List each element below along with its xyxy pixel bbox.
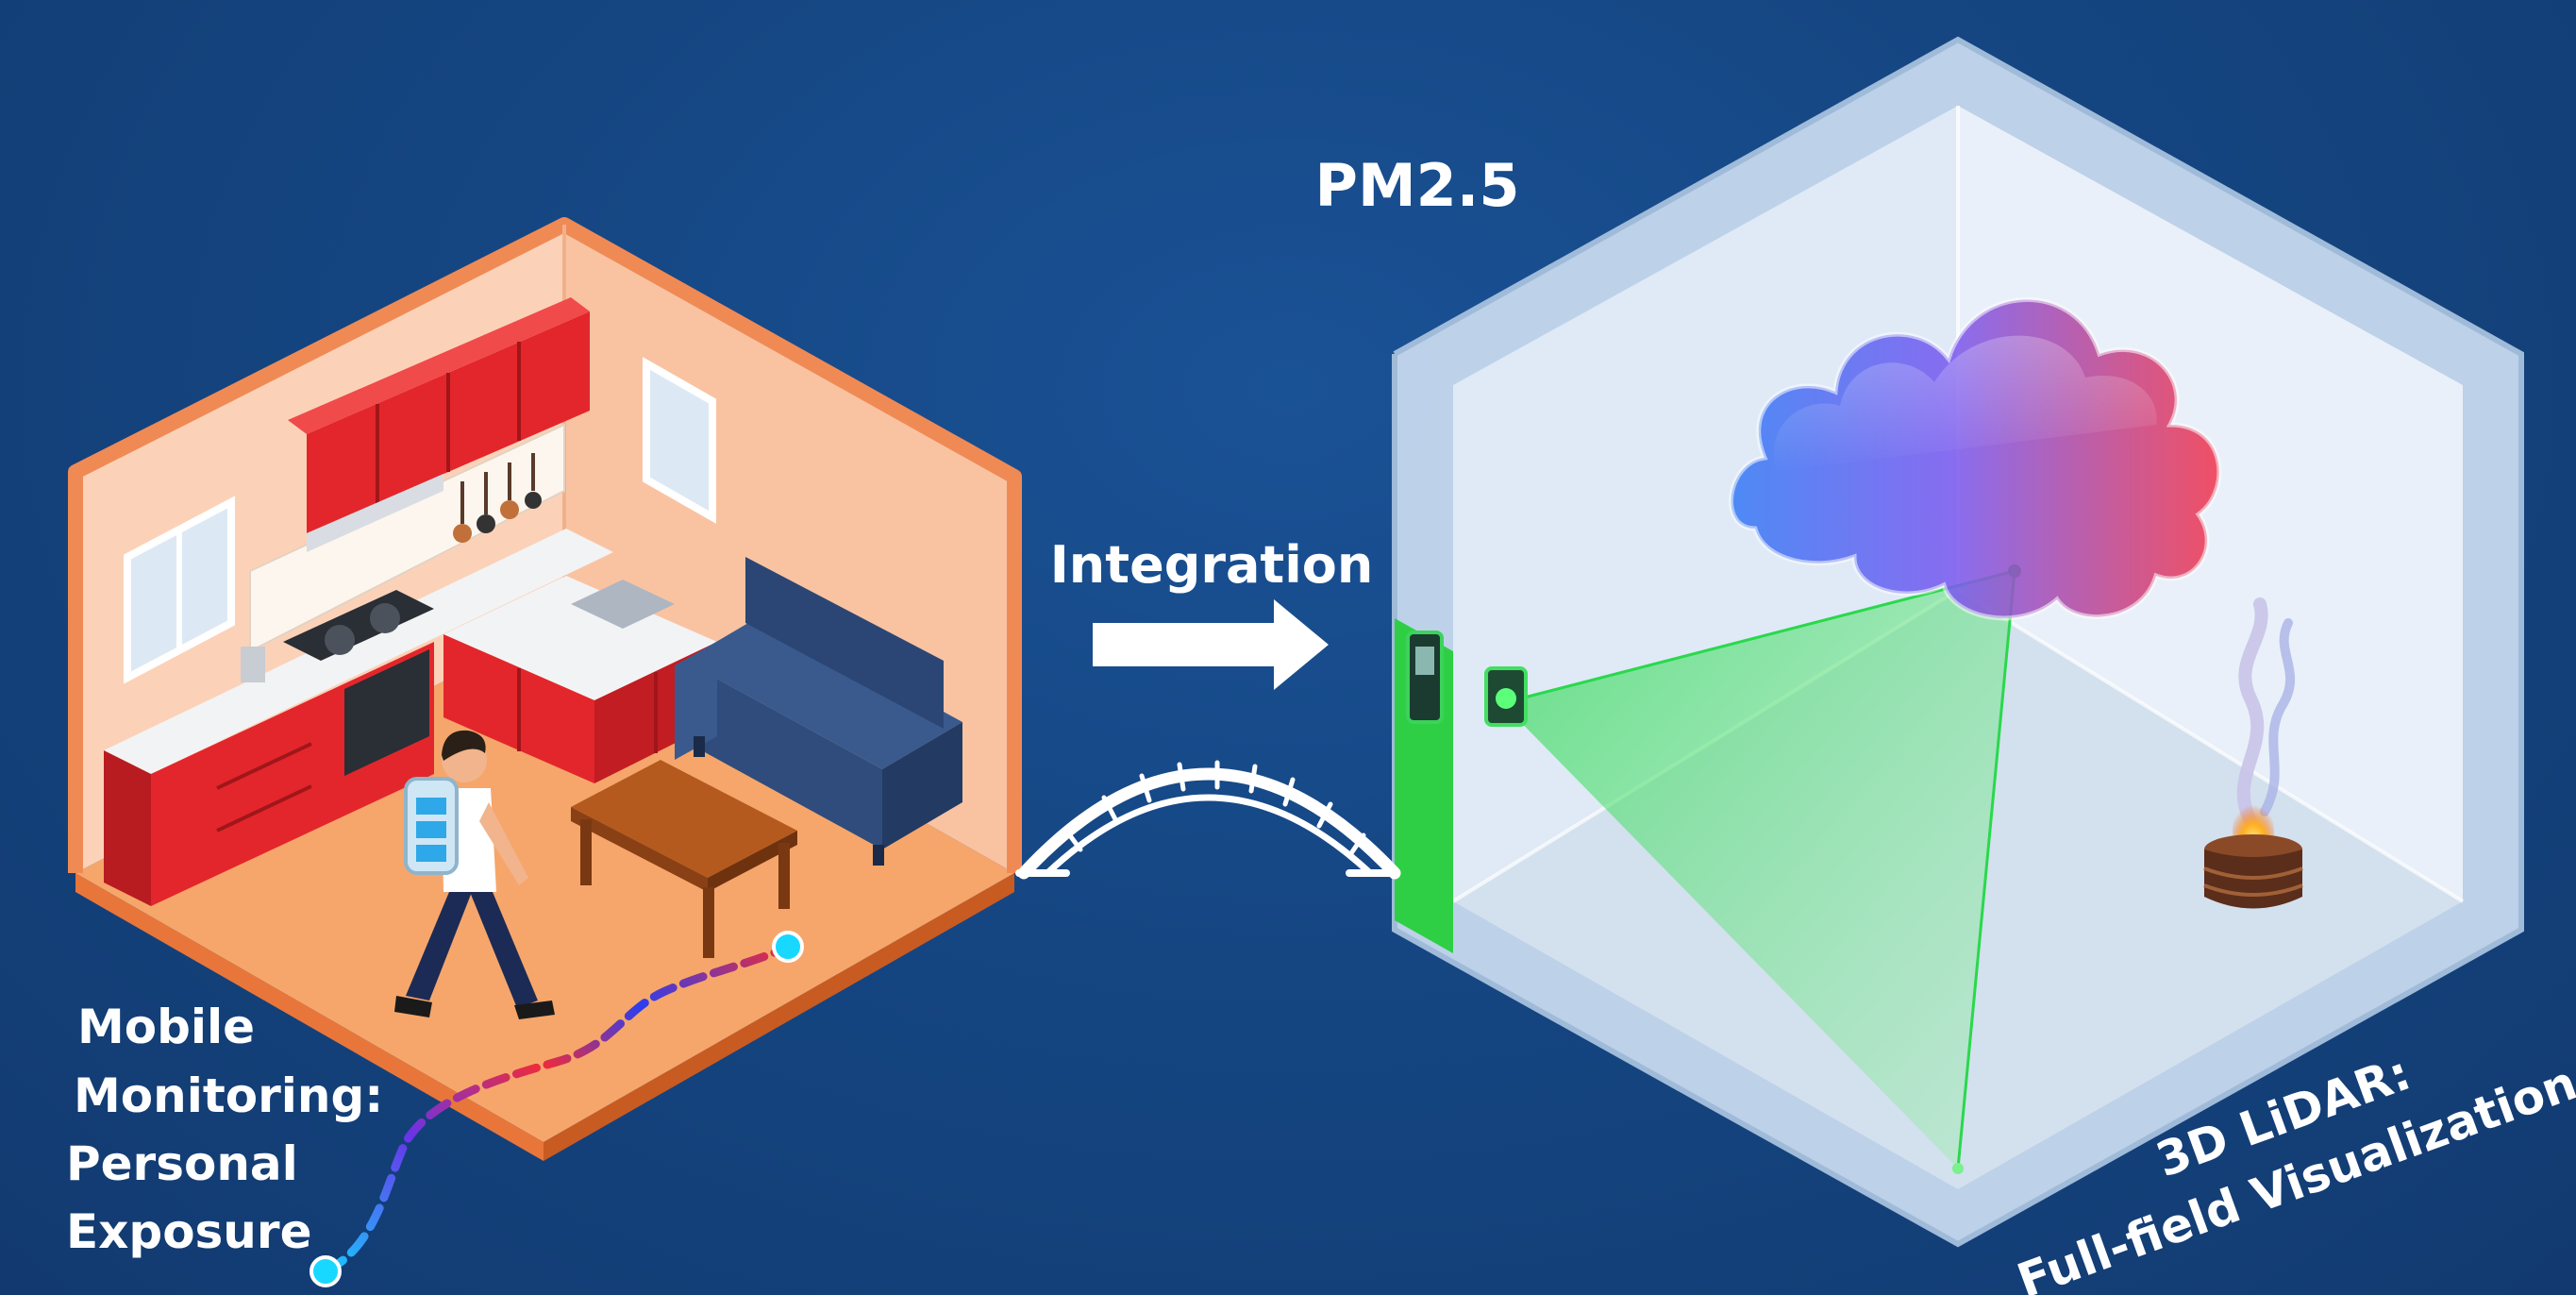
coffee-table — [571, 760, 797, 958]
integration-label: Integration — [1050, 535, 1374, 595]
counter-base-left — [104, 750, 151, 906]
backpack-sensor — [404, 777, 459, 875]
counter-top-left — [104, 529, 613, 774]
integration-arrow — [1093, 599, 1329, 690]
lidar-beam — [1502, 571, 2015, 1169]
lidar-ray — [1956, 570, 2016, 1169]
smoke-plume — [2236, 597, 2268, 828]
drawer-line — [216, 742, 312, 790]
mobile-label-line-1: Mobile — [77, 1000, 255, 1054]
utensil-jar — [241, 647, 265, 682]
incense-burner-band — [2203, 866, 2303, 880]
person-walking — [394, 730, 555, 1019]
pm25-cloud-highlight — [1774, 335, 2157, 472]
person-leg — [406, 892, 472, 1001]
indoor-room — [68, 217, 1022, 1161]
sensor-panel — [1406, 631, 1444, 724]
pm25-label: PM2.5 — [1315, 151, 1520, 220]
burner — [370, 603, 400, 633]
smoke-source — [2203, 597, 2303, 909]
bridge-icon — [1015, 760, 1401, 880]
cooktop — [283, 590, 434, 661]
person-shoe — [394, 996, 432, 1018]
lidar-scanner-lens — [1496, 688, 1516, 709]
lidar-floor-edge — [1956, 588, 2465, 903]
drawer-line — [216, 784, 312, 832]
person-shoe — [514, 1001, 555, 1019]
trajectory-start-node — [309, 1255, 342, 1287]
person-hair — [442, 730, 486, 761]
lidar-ray — [1501, 569, 2016, 705]
room-slab-left — [75, 873, 544, 1161]
hanging-utensils — [453, 453, 542, 543]
arrow-shape — [1093, 599, 1329, 690]
trajectory-end-node — [772, 931, 804, 963]
lidar-back-wall-right — [1958, 106, 2463, 901]
mobile-label-line-3: Personal — [66, 1136, 298, 1191]
lidar-floor-point — [1952, 1163, 1964, 1174]
trajectory-path — [321, 942, 793, 1276]
sensor-panel-screen — [1415, 647, 1434, 675]
counter-top-right — [443, 576, 717, 700]
lidar-room — [1392, 36, 2524, 1248]
person-leg — [470, 892, 538, 1008]
exposure-trajectory — [309, 931, 804, 1287]
upper-cabinets-top — [288, 297, 590, 434]
range-hood — [307, 474, 443, 552]
window-right — [643, 357, 716, 524]
incense-burner-band — [2203, 883, 2303, 897]
bridge-arch-outer — [1017, 767, 1401, 880]
mobile-label-line-4: Exposure — [66, 1204, 311, 1259]
bridge-arch-inner — [1044, 794, 1374, 877]
lidar-box-outline — [1392, 36, 2524, 1248]
burner — [325, 625, 355, 655]
pm25-cloud — [1729, 296, 2222, 621]
person-arm — [479, 802, 528, 885]
room-slab-right — [544, 873, 1014, 1161]
oven — [344, 649, 429, 776]
mobile-label-line-2: Monitoring: — [74, 1068, 383, 1123]
smoke-plume — [2260, 618, 2296, 816]
sofa — [675, 557, 962, 866]
mobile-monitoring-label: Mobile Monitoring: Personal Exposure — [66, 1000, 383, 1259]
sink-basin — [571, 580, 675, 629]
